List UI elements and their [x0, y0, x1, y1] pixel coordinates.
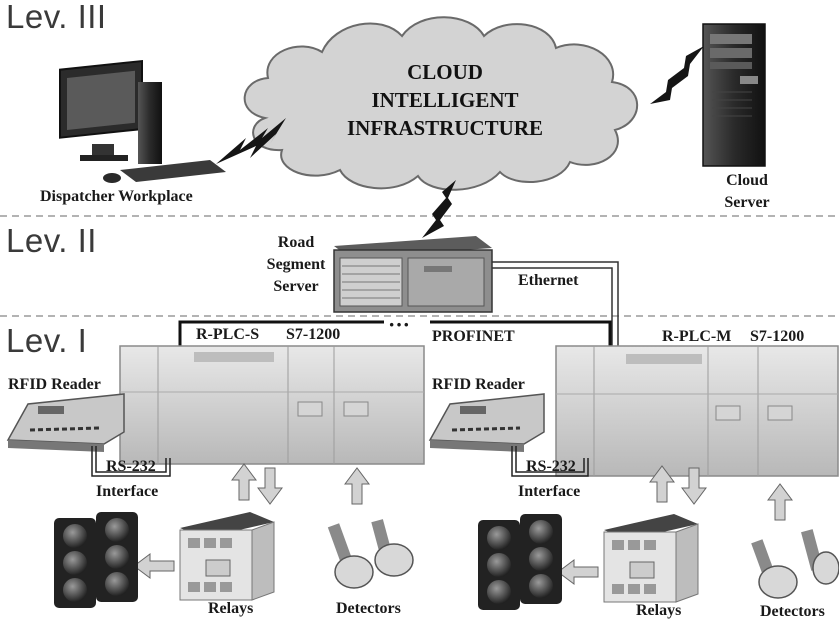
road-server-label: Road Segment Server [256, 232, 336, 298]
cloud-label-line: CLOUD [407, 60, 483, 84]
arrow-left-icon [133, 553, 175, 579]
interface-label: Interface [518, 483, 581, 500]
rs232-link [511, 446, 589, 477]
detectors-label: Detectors [760, 603, 825, 620]
traffic-light-icon [54, 512, 138, 608]
plc-s-name: R-PLC-S [196, 326, 260, 343]
cloud-label-line: INTELLIGENT [371, 88, 519, 112]
cloud-server-icon [702, 23, 766, 167]
rfid-reader-label: RFID Reader [432, 376, 525, 393]
rs232-link [91, 446, 171, 477]
detector-icon [751, 529, 839, 599]
level-2-label: Lev. II [6, 222, 97, 259]
profinet-label: PROFINET [432, 328, 515, 345]
traffic-light-icon [478, 514, 562, 610]
arrow-up-icon [649, 465, 675, 503]
rfid-reader-icon [428, 393, 545, 452]
cloud-server-label-line: Cloud [726, 172, 768, 189]
rfid-reader-icon [6, 393, 125, 452]
relay-icon [179, 512, 275, 601]
dispatcher-label: Dispatcher Workplace [40, 188, 193, 205]
rs232-label: RS-232 [526, 458, 576, 475]
cloud-icon [243, 16, 639, 191]
detector-icon [327, 519, 414, 589]
profinet-bus [430, 320, 612, 346]
level-1-label: Lev. I [6, 322, 88, 359]
profinet-dots: ··· [388, 312, 411, 337]
road-server-label-line: Server [273, 278, 319, 295]
cloud-label-line: INFRASTRUCTURE [346, 116, 544, 140]
workstation-icon [59, 59, 226, 183]
level-3-label: Lev. III [6, 0, 107, 35]
ethernet-label: Ethernet [518, 272, 579, 289]
plc-m-model: S7-1200 [750, 328, 805, 345]
cloud-label: CLOUD INTELLIGENT INFRASTRUCTURE [300, 58, 590, 142]
plc-rack-s-icon [119, 345, 425, 465]
interface-label: Interface [96, 483, 159, 500]
lightning-icon [216, 118, 286, 164]
road-server-label-line: Road [277, 234, 315, 251]
ethernet-link [492, 261, 619, 346]
relays-label: Relays [208, 600, 254, 617]
arrow-left-icon [557, 559, 599, 585]
arrow-up-icon [767, 483, 793, 521]
arrow-down-icon [681, 467, 707, 505]
arrow-down-icon [257, 467, 283, 505]
cloud-server-label: Cloud Server [712, 170, 782, 214]
road-server-icon [333, 236, 493, 313]
plc-s-model: S7-1200 [286, 326, 341, 343]
cloud-server-label-line: Server [724, 194, 770, 211]
profinet-bus [178, 320, 384, 346]
detectors-label: Detectors [336, 600, 401, 617]
rfid-reader-label: RFID Reader [8, 376, 101, 393]
rs232-label: RS-232 [106, 458, 156, 475]
relays-label: Relays [636, 602, 682, 619]
arrow-up-icon [344, 467, 370, 505]
relay-icon [603, 514, 699, 603]
lightning-icon [650, 46, 704, 104]
plc-rack-m-icon [555, 345, 839, 477]
plc-m-name: R-PLC-M [662, 328, 732, 345]
road-server-label-line: Segment [266, 256, 326, 273]
arrow-up-icon [231, 463, 257, 501]
lightning-icon [422, 180, 456, 238]
